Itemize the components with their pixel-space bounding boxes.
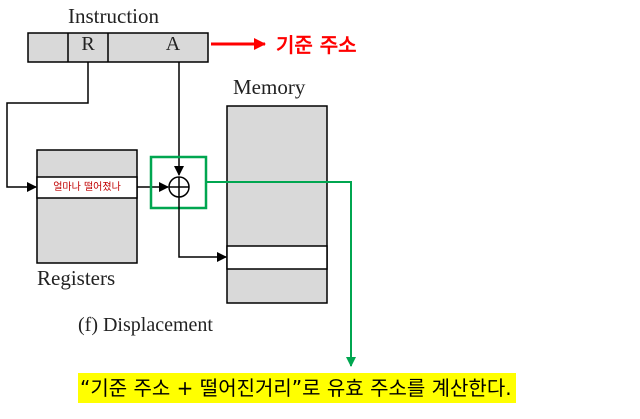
adder-to-memory-arrow [178,197,227,262]
instruction-box [27,32,209,63]
memory-box [226,105,328,304]
displacement-label: 얼마나 떨어졌나 [53,182,121,193]
registers-title: Registers [37,266,116,290]
figure-caption: (f) Displacement [78,314,213,336]
address-field-label: A [165,33,181,55]
circled-plus-icon [168,176,190,198]
register-path-arrow [6,62,89,192]
memory-title: Memory [233,75,306,99]
base-address-label: 기준 주소 [276,33,357,57]
register-field-label: R [81,33,95,55]
result-pointer-arrow [206,181,356,367]
instruction-title: Instruction [68,4,159,28]
registers-box [36,149,138,264]
explanation-note: “기준 주소 + 떨어진거리”로 유효 주소를 계산한다. [78,373,516,403]
